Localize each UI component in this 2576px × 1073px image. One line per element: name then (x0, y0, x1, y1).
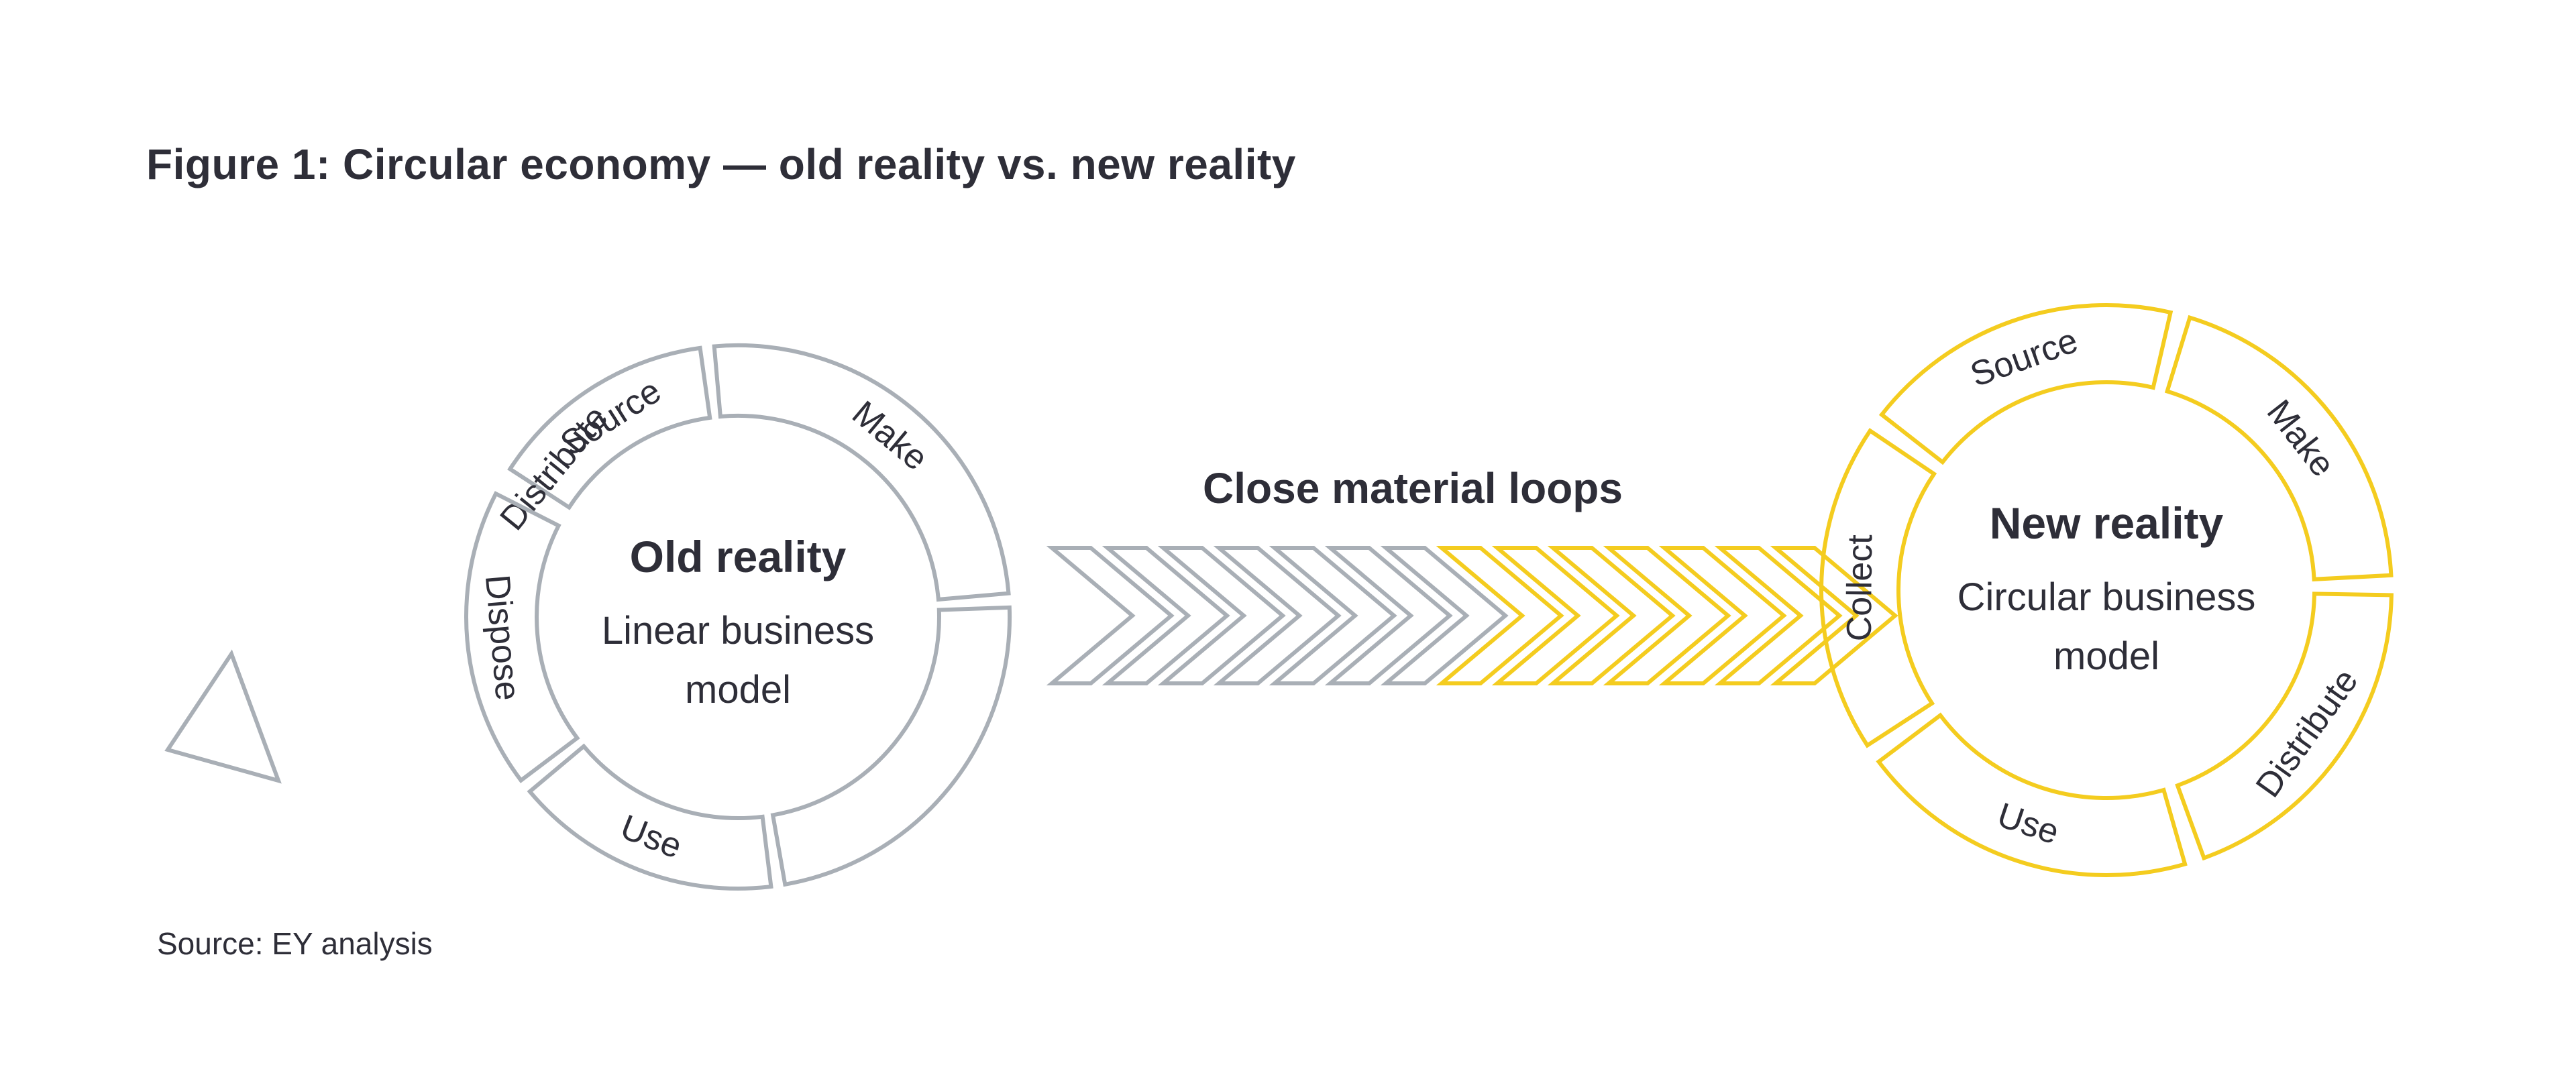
new-reality-title: New reality (1990, 498, 2224, 548)
old-segment-distribute (770, 605, 1012, 887)
yellow-chevron (1603, 546, 1731, 685)
new-reality-subtitle-line1: Circular business (1957, 575, 2256, 619)
dispose-arrow (164, 649, 282, 784)
gray-chevron (1324, 546, 1453, 685)
old-label-use: Use (615, 807, 687, 866)
close-loops-label: Close material loops (1203, 464, 1623, 512)
old-segment-source (507, 345, 712, 510)
yellow-chevron (1770, 546, 1898, 685)
new-label-distribute: Distribute (2249, 662, 2366, 804)
gray-chevron (1157, 546, 1286, 685)
gray-chevron (1102, 546, 1230, 685)
yellow-chevron (1714, 546, 1843, 685)
old-reality-title: Old reality (630, 532, 847, 581)
dispose-arrowhead (164, 649, 282, 784)
figure-title: Figure 1: Circular economy — old reality… (146, 140, 1296, 188)
new-segment-make (2164, 315, 2394, 581)
gray-chevron (1269, 546, 1397, 685)
close-loops-chevrons (1046, 546, 1898, 685)
gray-chevron (1380, 546, 1509, 685)
new-segment-collect (1819, 428, 1937, 748)
old-segment-use (527, 743, 773, 891)
new-label-make: Make (2259, 393, 2343, 484)
old-label-make: Make (845, 394, 935, 478)
old-segment-dispose (464, 491, 580, 783)
new-segment-use (1876, 712, 2188, 877)
new-label-collect: Collect (1840, 534, 1880, 642)
new-segment-distribute (2175, 591, 2394, 861)
source-note: Source: EY analysis (157, 926, 433, 961)
old-segment-make (712, 343, 1011, 602)
old-reality-subtitle-line2: model (685, 668, 791, 712)
yellow-chevron (1658, 546, 1787, 685)
new-reality-subtitle-line2: model (2053, 634, 2159, 678)
yellow-chevron (1436, 546, 1564, 685)
gray-chevron (1213, 546, 1342, 685)
new-segment-source (1878, 303, 2174, 465)
old-reality-subtitle-line1: Linear business (602, 609, 874, 653)
new-label-use: Use (1992, 795, 2063, 852)
yellow-chevron (1547, 546, 1676, 685)
old-label-dispose: Dispose (478, 573, 527, 702)
yellow-chevron (1491, 546, 1620, 685)
gray-chevron (1046, 546, 1175, 685)
